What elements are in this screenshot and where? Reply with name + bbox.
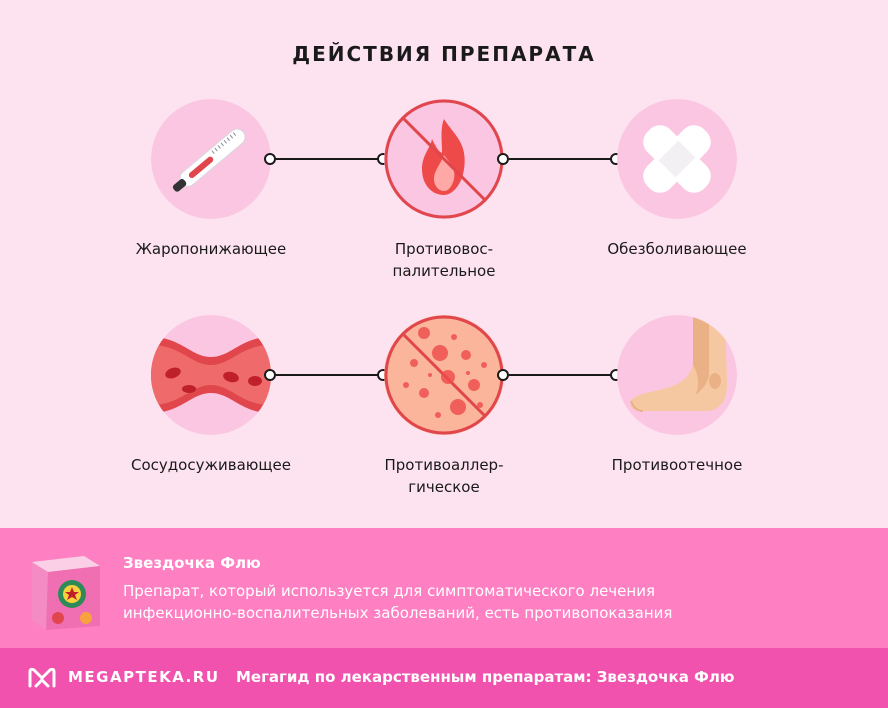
brand-name[interactable]: MEGAPTEKA.RU: [68, 668, 220, 686]
connector-dot: [264, 153, 276, 165]
foot-icon: [617, 315, 737, 435]
action-label-line: Противоаллер-: [384, 456, 504, 474]
connector-line: [509, 374, 615, 376]
connector-dot: [497, 153, 509, 165]
action-label: Противоаллер- гическое: [344, 454, 544, 498]
action-label: Противоотечное: [611, 456, 743, 474]
footer-band: MEGAPTEKA.RU Мегагид по лекарственным пр…: [0, 648, 888, 708]
skin-rash-icon: [384, 315, 504, 435]
footer-caption: Мегагид по лекарственным препаратам: Зве…: [236, 668, 735, 686]
no-fire-icon: [384, 99, 504, 219]
product-box-image: [28, 548, 104, 630]
blood-vessel-icon: [151, 315, 271, 435]
action-label: Обезболивающее: [607, 240, 747, 258]
connector-dot: [497, 369, 509, 381]
action-label-line: гическое: [408, 478, 480, 496]
page-title: ДЕЙСТВИЯ ПРЕПАРАТА: [292, 42, 596, 66]
connector-line: [509, 158, 615, 160]
bandage-icon: [617, 99, 737, 219]
product-description: Препарат, который используется для симпт…: [123, 580, 763, 624]
action-label-line: Противовос-: [394, 240, 494, 258]
action-label-line: палительное: [392, 262, 496, 280]
connector-dot: [264, 369, 276, 381]
product-description-line: Препарат, который используется для симпт…: [123, 582, 655, 600]
action-label: Противовос- палительное: [344, 238, 544, 282]
product-info-band: Звездочка Флю Препарат, который использу…: [0, 528, 888, 648]
action-label: Жаропонижающее: [135, 240, 287, 258]
connector-line: [276, 158, 382, 160]
product-description-line: инфекционно-воспалительных заболеваний, …: [123, 604, 673, 622]
megapteka-logo-icon[interactable]: [28, 666, 56, 690]
product-name: Звездочка Флю: [123, 554, 261, 572]
connector-line: [276, 374, 382, 376]
thermometer-icon: [151, 99, 271, 219]
action-label: Сосудосуживающее: [131, 456, 291, 474]
